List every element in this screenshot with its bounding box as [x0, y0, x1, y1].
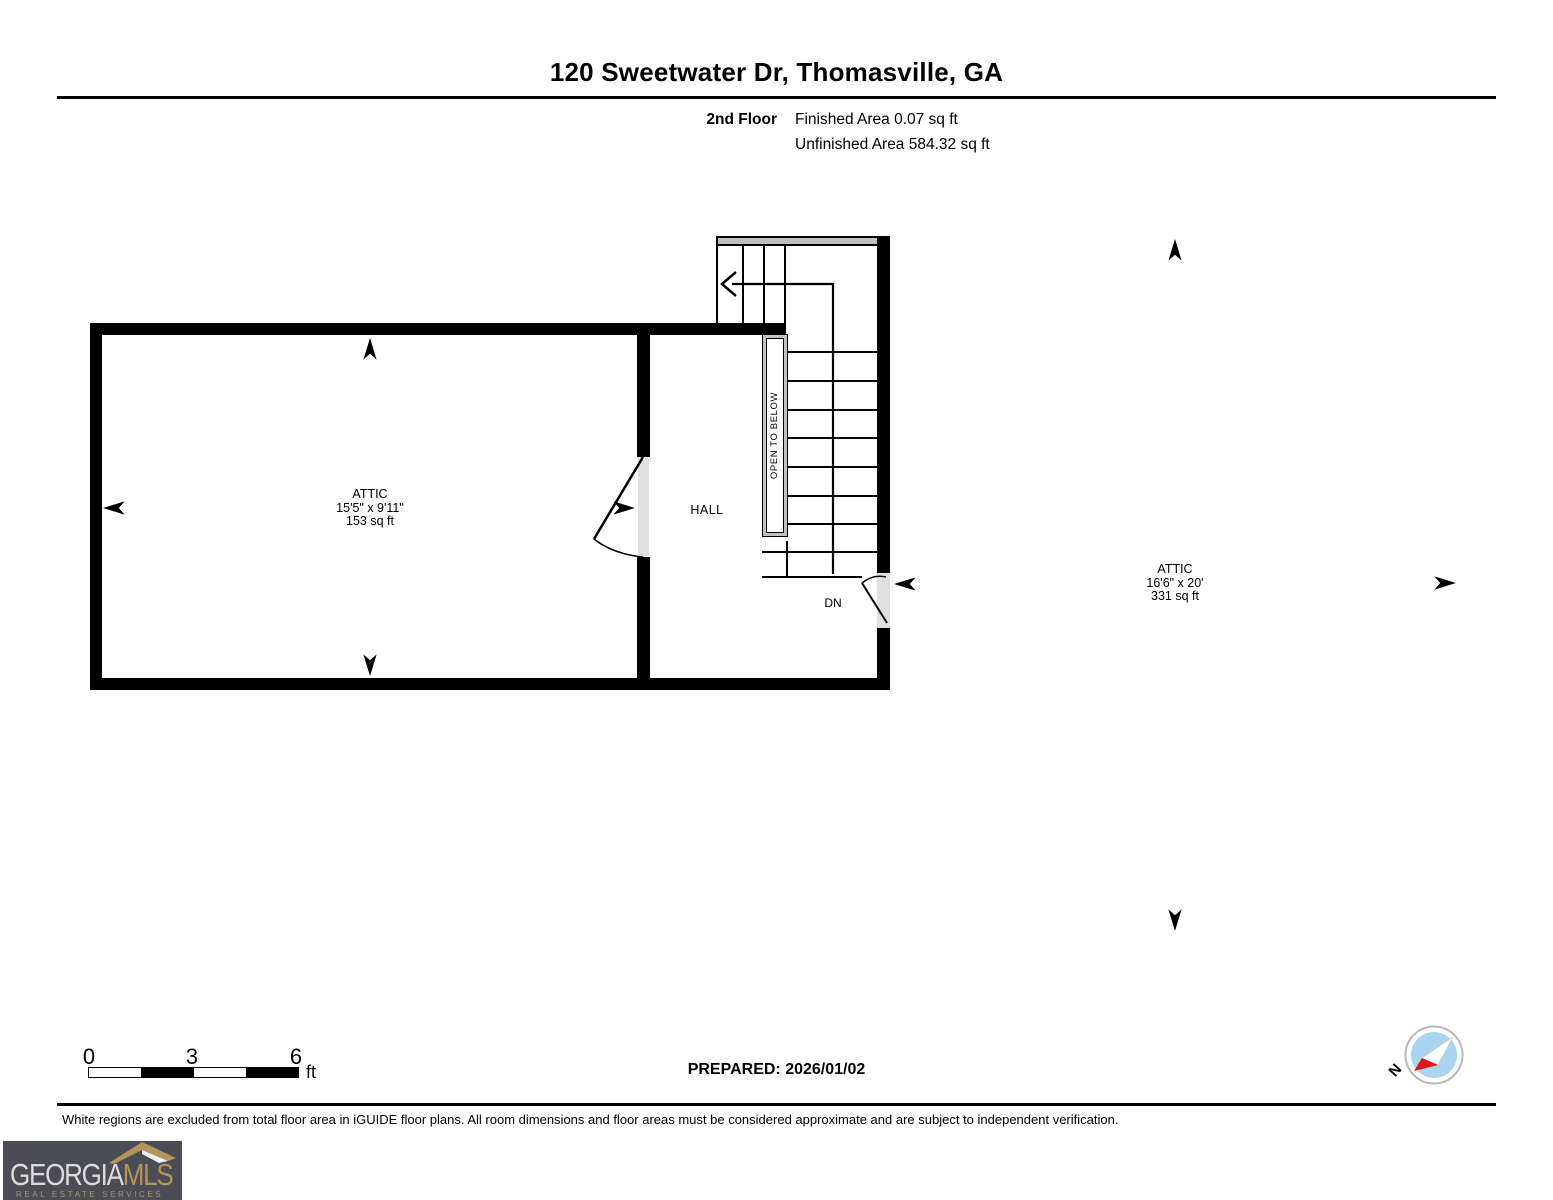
unfinished-area-text: Unfinished Area 584.32 sq ft	[795, 136, 990, 153]
logo-tagline: REAL ESTATE SERVICES	[16, 1190, 164, 1199]
room-name: ATTIC	[352, 487, 388, 501]
stair-direction-line	[720, 271, 835, 574]
attic-left-label: ATTIC 15'5" x 9'11" 153 sq ft	[270, 487, 470, 529]
dimension-arrow-right-icon	[613, 501, 635, 515]
door-gap-divider	[638, 457, 649, 557]
scale-tick-3: 3	[185, 1044, 199, 1069]
stair-tread-h4	[786, 437, 877, 439]
compass-icon	[1404, 1025, 1464, 1085]
stair-left-edge	[716, 236, 718, 324]
stair-tread-h8	[762, 551, 877, 553]
floor-label: 2nd Floor	[706, 111, 777, 128]
room-dimensions: 15'5" x 9'11"	[336, 500, 404, 515]
wall-top	[90, 323, 786, 335]
dimension-arrow-right-icon	[1434, 576, 1456, 590]
dn-label: DN	[824, 596, 842, 610]
open-to-below-railing: OPEN TO BELOW	[762, 334, 788, 537]
wall-right-upper	[877, 236, 890, 573]
stair-tread-h5	[786, 466, 877, 468]
logo-wordmark: GEORGIAMLS	[10, 1157, 174, 1193]
georgia-mls-logo: GEORGIAMLS REAL ESTATE SERVICES	[3, 1141, 182, 1200]
room-area: 153 sq ft	[346, 514, 394, 528]
room-name: ATTIC	[1157, 562, 1193, 576]
dimension-arrow-left-icon	[103, 501, 125, 515]
wall-bottom	[90, 678, 890, 690]
stair-tread-h1	[786, 351, 877, 353]
scale-bar	[88, 1067, 299, 1078]
disclaimer-text: White regions are excluded from total fl…	[62, 1112, 1119, 1127]
stair-tread-h7	[786, 523, 877, 525]
wall-divider-lower	[637, 557, 650, 690]
stair-tread-h2	[786, 380, 877, 382]
dimension-arrow-down-icon	[1168, 909, 1182, 931]
dn-door-swing	[861, 575, 888, 624]
stair-landing-edge	[786, 541, 788, 578]
scale-unit-label: ft	[306, 1062, 317, 1082]
dimension-arrow-down-icon	[363, 654, 377, 676]
dimension-arrow-left-icon	[894, 577, 916, 591]
footer-divider	[57, 1103, 1496, 1106]
hall-label: HALL	[690, 503, 724, 517]
scale-tick-6: 6	[289, 1044, 303, 1069]
stair-tread-h6	[786, 495, 877, 497]
wall-divider-upper	[637, 323, 650, 457]
stair-bottom-edge	[762, 576, 862, 578]
stair-tread-h3	[786, 409, 877, 411]
prepared-date: PREPARED: 2026/01/02	[687, 1061, 866, 1078]
stair-top-landing	[716, 236, 877, 246]
wall-left	[90, 323, 102, 690]
dimension-arrow-up-icon	[363, 338, 377, 360]
dimension-arrow-up-icon	[1168, 239, 1182, 261]
attic-door-swing	[592, 456, 645, 558]
room-dimensions: 16'6" x 20'	[1146, 575, 1204, 590]
logo-text-mls: MLS	[122, 1157, 174, 1192]
header-divider	[57, 96, 1496, 99]
door-gap-right	[877, 573, 890, 628]
scale-tick-0: 0	[82, 1044, 96, 1069]
page-title: 120 Sweetwater Dr, Thomasville, GA	[549, 57, 1004, 87]
attic-right-label: ATTIC 16'6" x 20' 331 sq ft	[1075, 562, 1275, 604]
logo-text-georgia: GEORGIA	[10, 1157, 124, 1192]
roof-icon	[109, 1142, 176, 1164]
wall-right-lower	[877, 628, 890, 690]
room-area: 331 sq ft	[1151, 589, 1199, 603]
finished-area-text: Finished Area 0.07 sq ft	[795, 111, 958, 128]
